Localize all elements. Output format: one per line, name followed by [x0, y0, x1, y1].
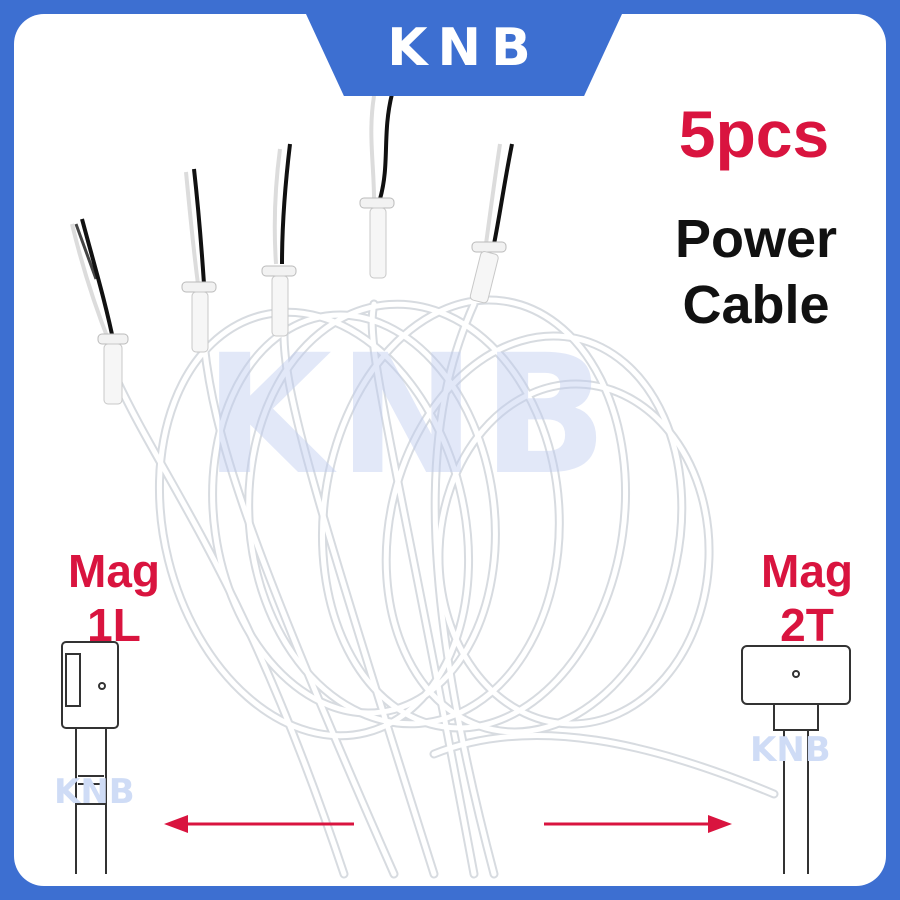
right-connector-line-1: Mag: [761, 545, 853, 597]
product-title: Power Cable: [636, 206, 876, 338]
power-cables-illustration: [61, 93, 851, 879]
product-title-line-1: Power: [674, 209, 838, 269]
right-connector-label: Mag 2T: [732, 544, 882, 652]
left-connector-label: Mag 1L: [44, 544, 184, 652]
watermark-left: KNB: [54, 772, 135, 812]
left-connector-line-1: Mag: [68, 545, 160, 597]
arrow-right-icon: [544, 815, 732, 833]
left-connector-line-2: 1L: [87, 599, 141, 651]
brand-logo: KNB: [387, 18, 541, 78]
right-connector-line-2: 2T: [780, 599, 834, 651]
watermark-right: KNB: [750, 730, 831, 770]
cable-end-4: [359, 93, 395, 279]
arrow-left-icon: [164, 815, 354, 833]
magsafe-1-l-connector-icon: [61, 641, 119, 874]
cable-end-1: [70, 218, 129, 405]
cable-end-3: [261, 143, 297, 337]
cable-end-2: [181, 168, 217, 353]
quantity-label: 5pcs: [678, 97, 830, 171]
watermark-large: KNB: [204, 319, 614, 511]
product-image-panel: KNB KNB KNB KNB 5pcs Power Cable Mag 1L …: [14, 14, 886, 886]
product-title-line-2: Cable: [682, 275, 830, 335]
magsafe-2-t-connector-icon: [741, 645, 851, 874]
cable-end-5: [469, 143, 514, 304]
brand-tab: [306, 14, 622, 96]
